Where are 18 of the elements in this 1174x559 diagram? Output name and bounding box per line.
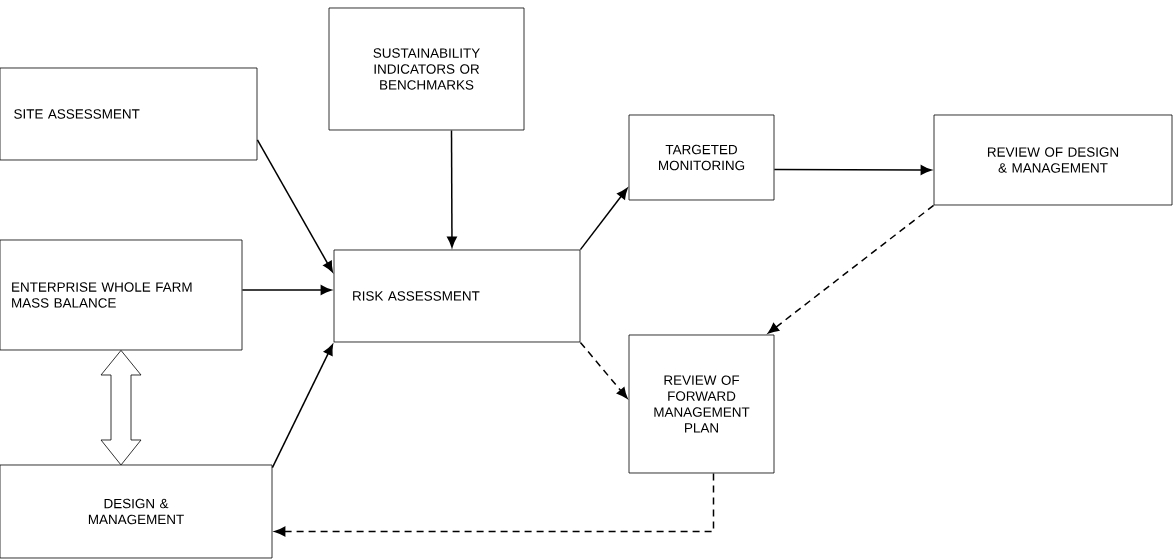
process-box: REVIEW OF FORWARD MANAGEMENT PLAN: [628, 334, 775, 474]
process-box: SITE ASSESSMENT: [0, 67, 258, 161]
process-box: REVIEW OF DESIGN & MANAGEMENT: [933, 114, 1173, 206]
process-box: SUSTAINABILITY INDICATORS OR BENCHMARKS: [328, 7, 525, 131]
arrow: [447, 129, 457, 248]
arrow: [579, 341, 628, 399]
arrow: [767, 204, 935, 334]
arrow: [256, 139, 333, 273]
process-box: ENTERPRISE WHOLE FARM MASS BALANCE: [0, 239, 243, 351]
arrow: [271, 344, 334, 469]
process-box: TARGETED MONITORING: [628, 114, 775, 201]
process-box: RISK ASSESSMENT: [333, 249, 581, 343]
process-box: DESIGN & MANAGEMENT: [0, 464, 273, 559]
arrow: [241, 285, 332, 295]
arrow: [274, 472, 715, 537]
block-arrow: [100, 350, 142, 466]
arrow: [773, 165, 932, 175]
arrow: [579, 187, 628, 251]
